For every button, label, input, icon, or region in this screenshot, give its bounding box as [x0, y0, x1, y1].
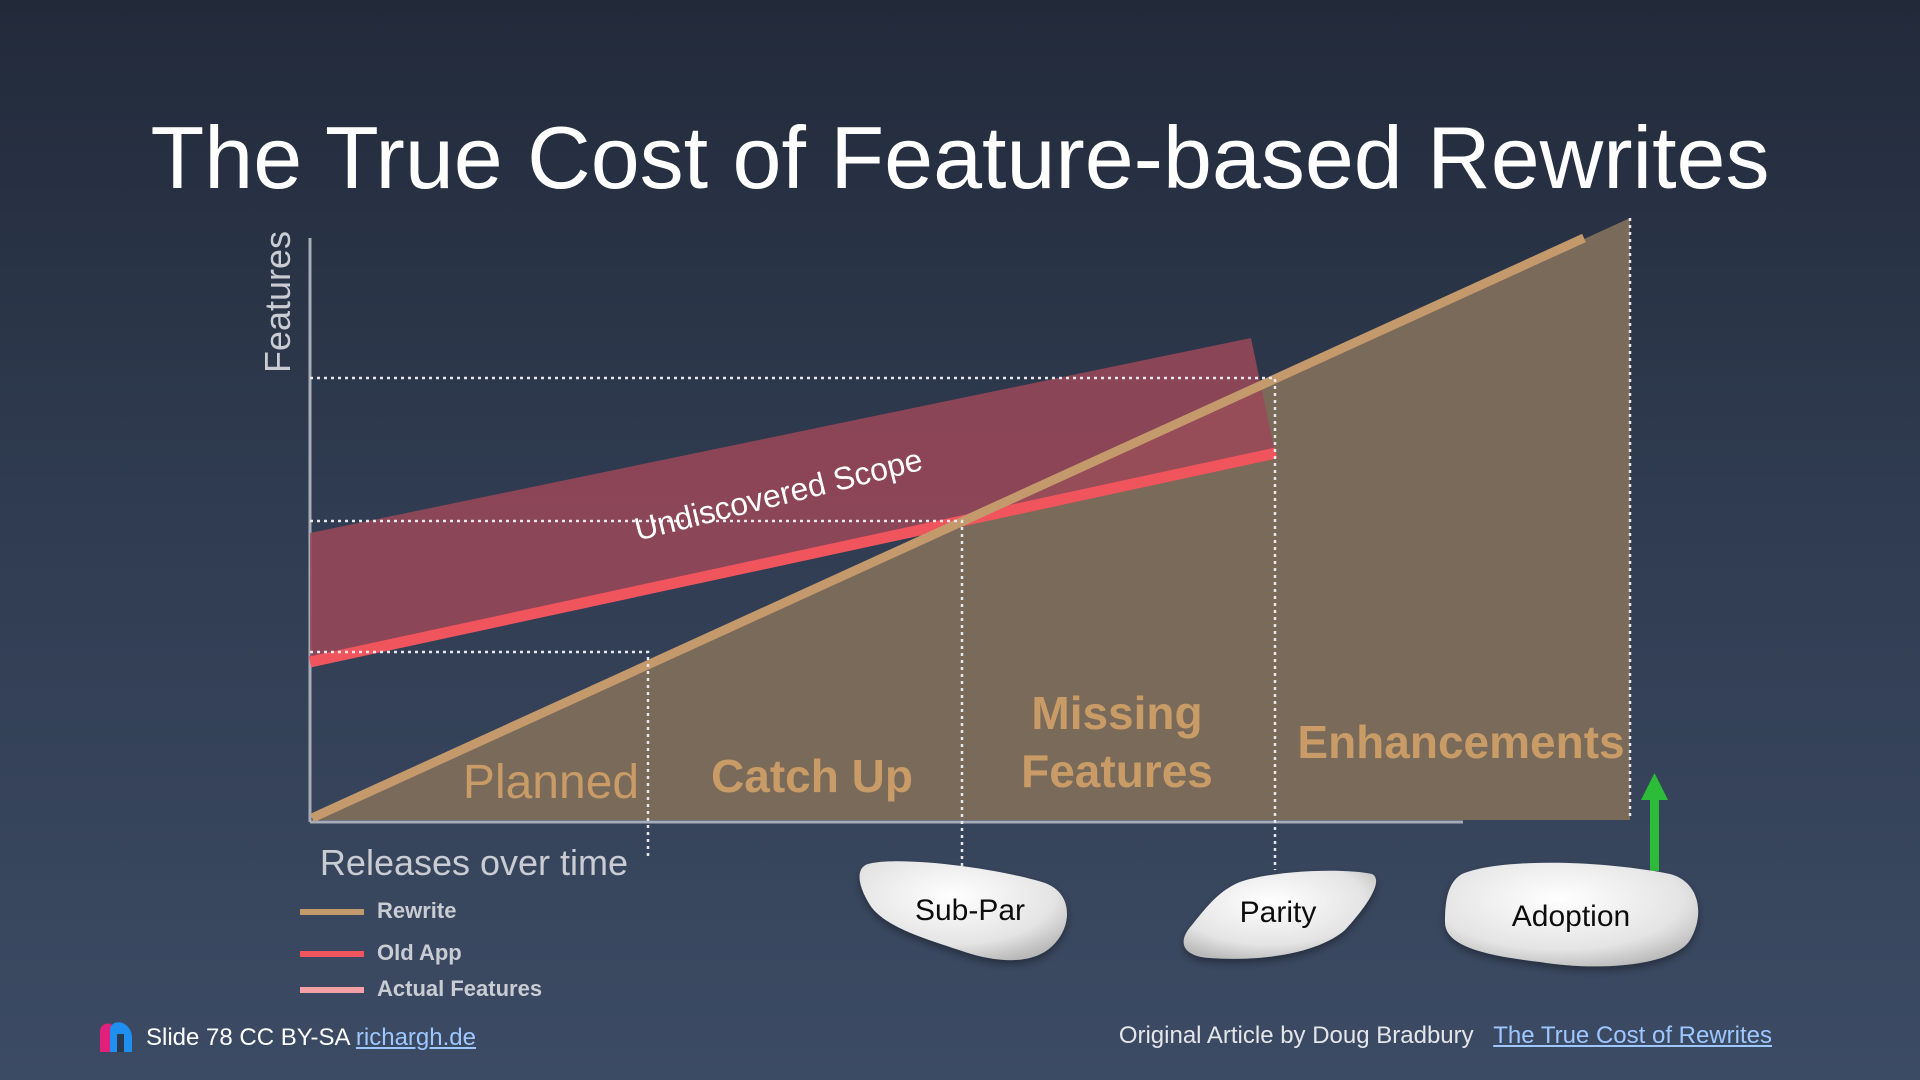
legend-item-old-app: Old App — [300, 938, 620, 968]
rewrite-line — [310, 233, 1586, 823]
slide-title: The True Cost of Feature-based Rewrites — [150, 108, 1770, 207]
milestone-label-parity: Parity — [1240, 896, 1317, 929]
legend-swatch-old-app — [300, 951, 364, 957]
slide-number-license: Slide 78 CC BY-SA — [146, 1024, 350, 1051]
phase-label-missing: Missing — [1031, 687, 1202, 739]
phase-label-features: Features — [1021, 745, 1213, 797]
legend-swatch-actual-features — [300, 987, 364, 993]
guide-lines — [310, 218, 1632, 870]
milestone-adoption: Adoption — [1445, 862, 1699, 967]
old-app-line — [308, 447, 1278, 668]
legend-label-rewrite: Rewrite — [377, 898, 457, 923]
adoption-arrow-icon — [1641, 773, 1668, 871]
article-link[interactable]: The True Cost of Rewrites — [1493, 1022, 1772, 1049]
legend-item-rewrite: Rewrite — [300, 896, 620, 926]
phase-label-catch-up: Catch Up — [711, 750, 913, 802]
x-axis-label: Releases over time — [320, 842, 628, 883]
milestone-sub-par: Sub-Par — [859, 861, 1068, 961]
credit-text: Original Article by Doug Bradbury — [1118, 1022, 1474, 1049]
richargh-logo-icon — [100, 1022, 132, 1052]
footer-right: Original Article by Doug Bradbury The Tr… — [1119, 1022, 1772, 1050]
milestone-label-sub-par: Sub-Par — [915, 894, 1025, 927]
legend-item-actual-features: Actual Features — [300, 974, 620, 1004]
undiscovered-scope-band — [310, 338, 1275, 662]
phase-label-enhancements: Enhancements — [1297, 716, 1624, 768]
phase-label-planned: Planned — [463, 756, 639, 809]
legend-label-old-app: Old App — [377, 940, 462, 965]
y-axis-label: Features — [257, 231, 298, 373]
legend-label-actual-features: Actual Features — [377, 976, 543, 1001]
footer-slide-text: Slide 78 CC BY-SA richargh.de — [146, 1024, 476, 1052]
milestone-label-adoption: Adoption — [1512, 900, 1630, 933]
milestone-parity: Parity — [1183, 870, 1377, 959]
legend-swatch-rewrite — [300, 909, 364, 915]
site-link[interactable]: richargh.de — [355, 1024, 476, 1051]
